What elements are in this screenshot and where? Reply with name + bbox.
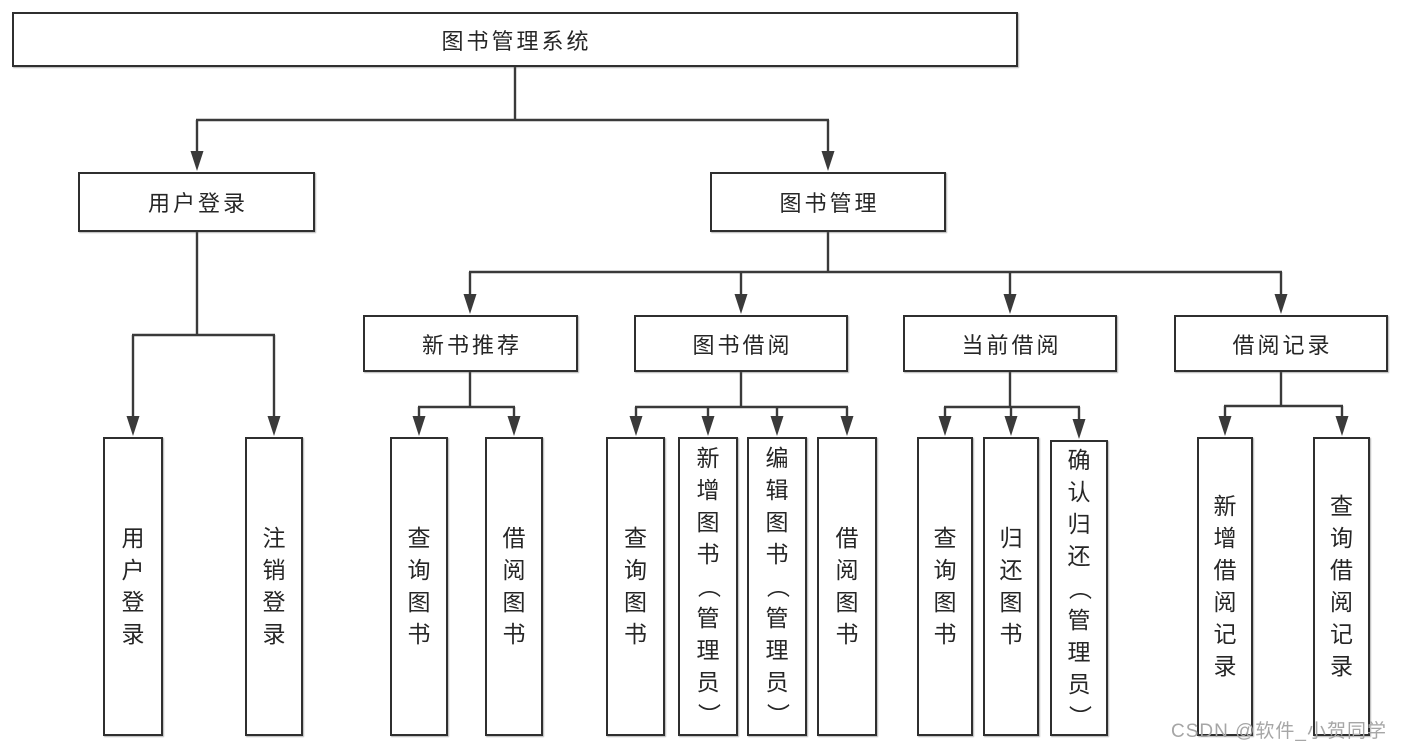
leaf-add-books-admin: 新增图书（管理员） [678, 437, 738, 736]
node-label: 新书推荐 [421, 332, 522, 358]
leaf-user-login: 用户登录 [103, 437, 163, 736]
leaf-query-borrow-record: 查询借阅记录 [1313, 437, 1370, 736]
node-new-book-recommend: 新书推荐 [363, 315, 578, 372]
node-user-login: 用户登录 [78, 172, 315, 232]
node-label: 图书管理系统 [441, 28, 592, 54]
node-label: 图书管理 [779, 191, 880, 216]
leaf-query-books-3: 查询图书 [917, 437, 973, 736]
node-book-management: 图书管理 [710, 172, 946, 232]
leaf-logout: 注销登录 [245, 437, 303, 736]
leaf-query-books-2: 查询图书 [606, 437, 665, 736]
csdn-watermark: CSDN @软件_小贺同学 [1171, 721, 1387, 742]
node-borrow-records: 借阅记录 [1174, 315, 1388, 372]
node-library-system: 图书管理系统 [12, 12, 1018, 67]
leaf-borrow-books-2: 借阅图书 [817, 437, 877, 736]
node-label: 借阅记录 [1232, 332, 1333, 358]
node-book-borrow: 图书借阅 [634, 315, 848, 372]
leaf-query-books-1: 查询图书 [390, 437, 448, 736]
node-label: 当前借阅 [961, 332, 1062, 358]
leaf-return-books: 归还图书 [983, 437, 1039, 736]
node-current-borrow: 当前借阅 [903, 315, 1117, 372]
leaf-edit-books-admin: 编辑图书（管理员） [747, 437, 807, 736]
leaf-borrow-books-1: 借阅图书 [485, 437, 543, 736]
node-label: 用户登录 [147, 191, 248, 216]
leaf-add-borrow-record: 新增借阅记录 [1197, 437, 1253, 736]
node-label: 图书借阅 [692, 332, 793, 358]
leaf-confirm-return-admin: 确认归还（管理员） [1050, 440, 1108, 736]
